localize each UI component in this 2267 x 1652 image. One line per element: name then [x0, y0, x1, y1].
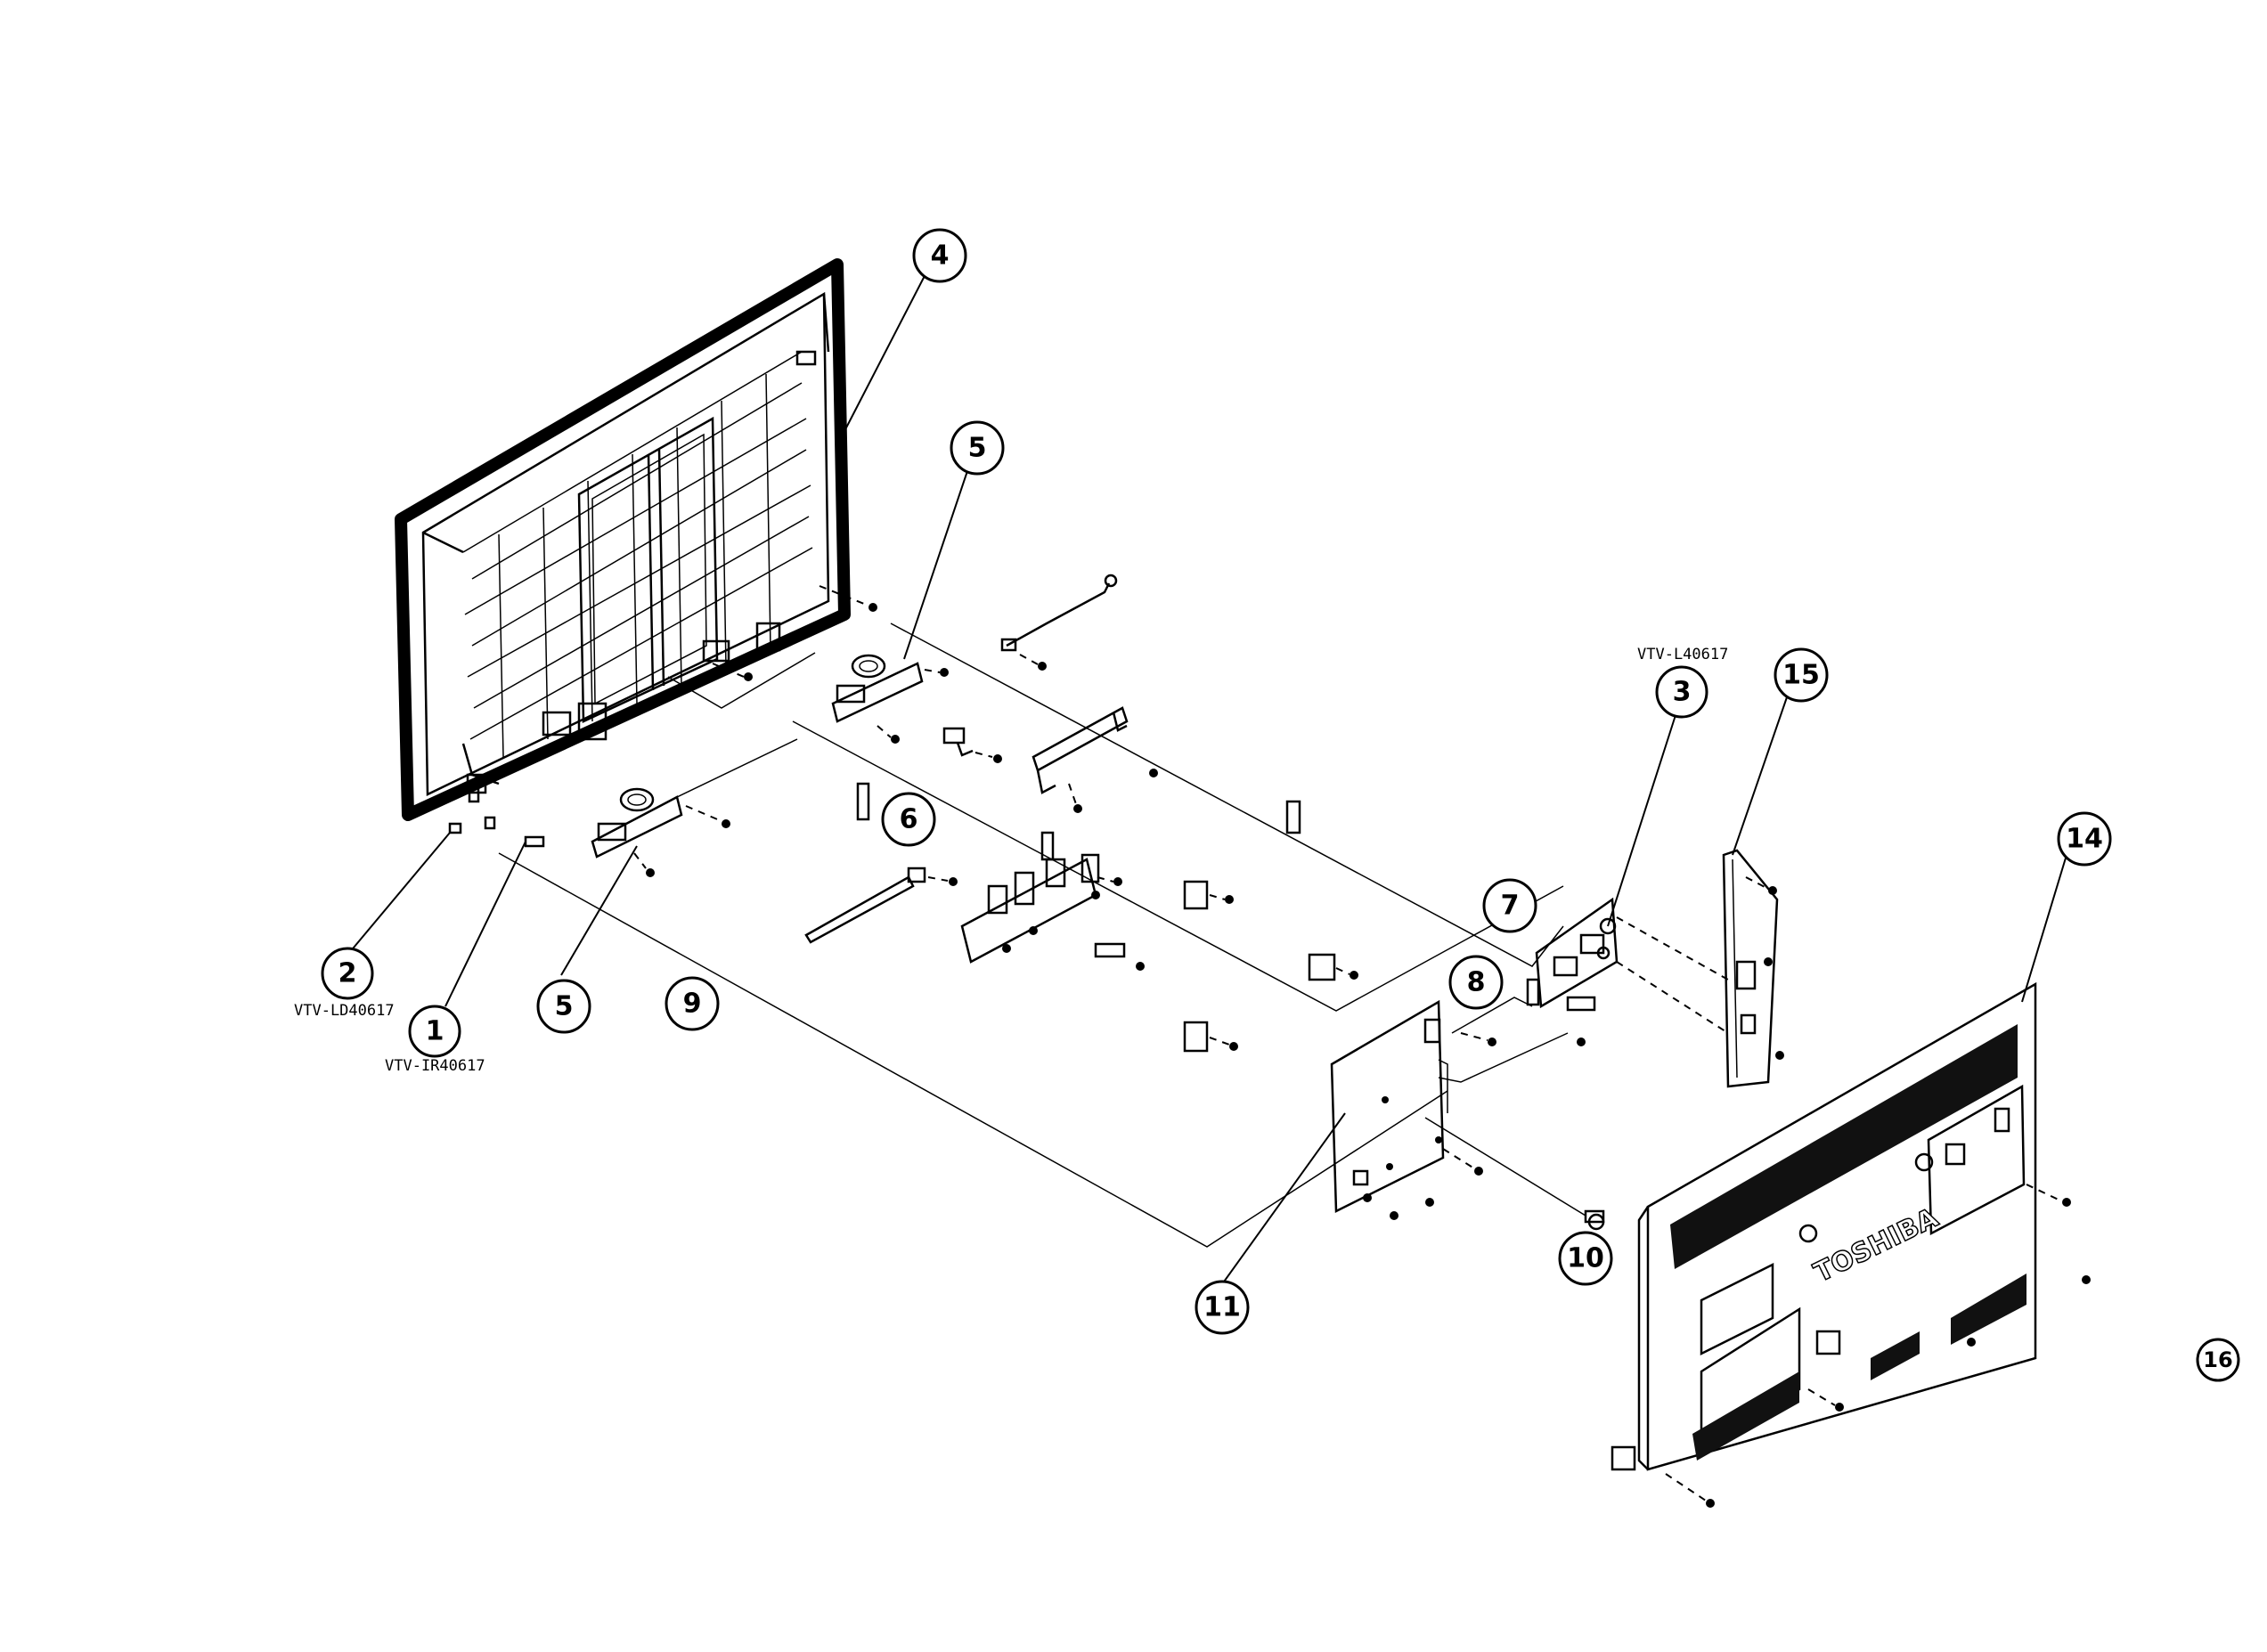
model-label-board-2: VTV-LD40617 [294, 1002, 395, 1020]
callout-3: 3 [1655, 665, 1708, 719]
bracket-center-rail [1032, 706, 1158, 813]
bracket-small-5 [1308, 953, 1358, 981]
svg-text:5: 5 [555, 991, 574, 1022]
callout-9: 9 [665, 976, 720, 1031]
callout-4: 4 [912, 228, 967, 283]
callout-14: 14 [2057, 811, 2112, 867]
bracket-top-wire [1000, 574, 1118, 671]
callout-6: 6 [881, 792, 936, 847]
svg-text:6: 6 [900, 804, 918, 835]
part-10-clip [1584, 1209, 1605, 1231]
svg-text:14: 14 [2066, 824, 2103, 855]
board-8 [1451, 978, 1540, 1034]
svg-text:16: 16 [2203, 1347, 2232, 1372]
svg-text:8: 8 [1467, 967, 1486, 998]
callout-10: 10 [1558, 1231, 1613, 1286]
callout-5-lower: 5 [536, 979, 591, 1034]
svg-text:3: 3 [1673, 677, 1692, 708]
board-3 [1535, 897, 1729, 1046]
svg-text:11: 11 [1203, 1292, 1241, 1323]
callout-16: 16 [2196, 1338, 2240, 1382]
svg-text:1: 1 [426, 1016, 444, 1047]
back-cover: TOSHIBA [1611, 981, 2091, 1508]
callout-15: 15 [1774, 647, 1829, 703]
model-label-board-1: VTV-IR40617 [385, 1057, 485, 1075]
callout-7: 7 [1482, 878, 1537, 933]
speaker-upper [831, 654, 949, 744]
bracket-small-7 [1285, 800, 1301, 834]
svg-text:15: 15 [1782, 660, 1820, 691]
leader-lines [348, 268, 2067, 1285]
bracket-stand [960, 831, 1122, 964]
callout-8: 8 [1448, 955, 1504, 1010]
brand-logo-text: TOSHIBA [1809, 1202, 1944, 1290]
callout-11: 11 [1195, 1280, 1250, 1335]
front-panel-assembly [395, 258, 877, 821]
callout-2: 2 [321, 947, 374, 1000]
bracket-small-4 [1094, 942, 1145, 971]
svg-text:4: 4 [931, 240, 950, 272]
bracket-small-2 [856, 782, 870, 821]
svg-text:7: 7 [1501, 891, 1520, 922]
bracket-small-3 [1183, 880, 1234, 910]
harness-lines [498, 623, 1586, 1248]
bracket-bar [804, 867, 958, 944]
svg-text:10: 10 [1567, 1243, 1604, 1274]
model-label-board-3: VTV-L40617 [1637, 646, 1728, 663]
svg-text:5: 5 [968, 433, 987, 464]
remote-parts-left [448, 816, 545, 848]
callout-5-upper: 5 [950, 420, 1005, 476]
speaker-lower [591, 787, 730, 877]
main-board [1330, 999, 1496, 1220]
board-15 [1722, 849, 1784, 1088]
callout-1: 1 [408, 1005, 461, 1058]
svg-text:2: 2 [338, 958, 357, 989]
bracket-small-1 [942, 727, 1002, 763]
bracket-small-6 [1183, 1021, 1238, 1053]
svg-text:9: 9 [683, 989, 702, 1020]
